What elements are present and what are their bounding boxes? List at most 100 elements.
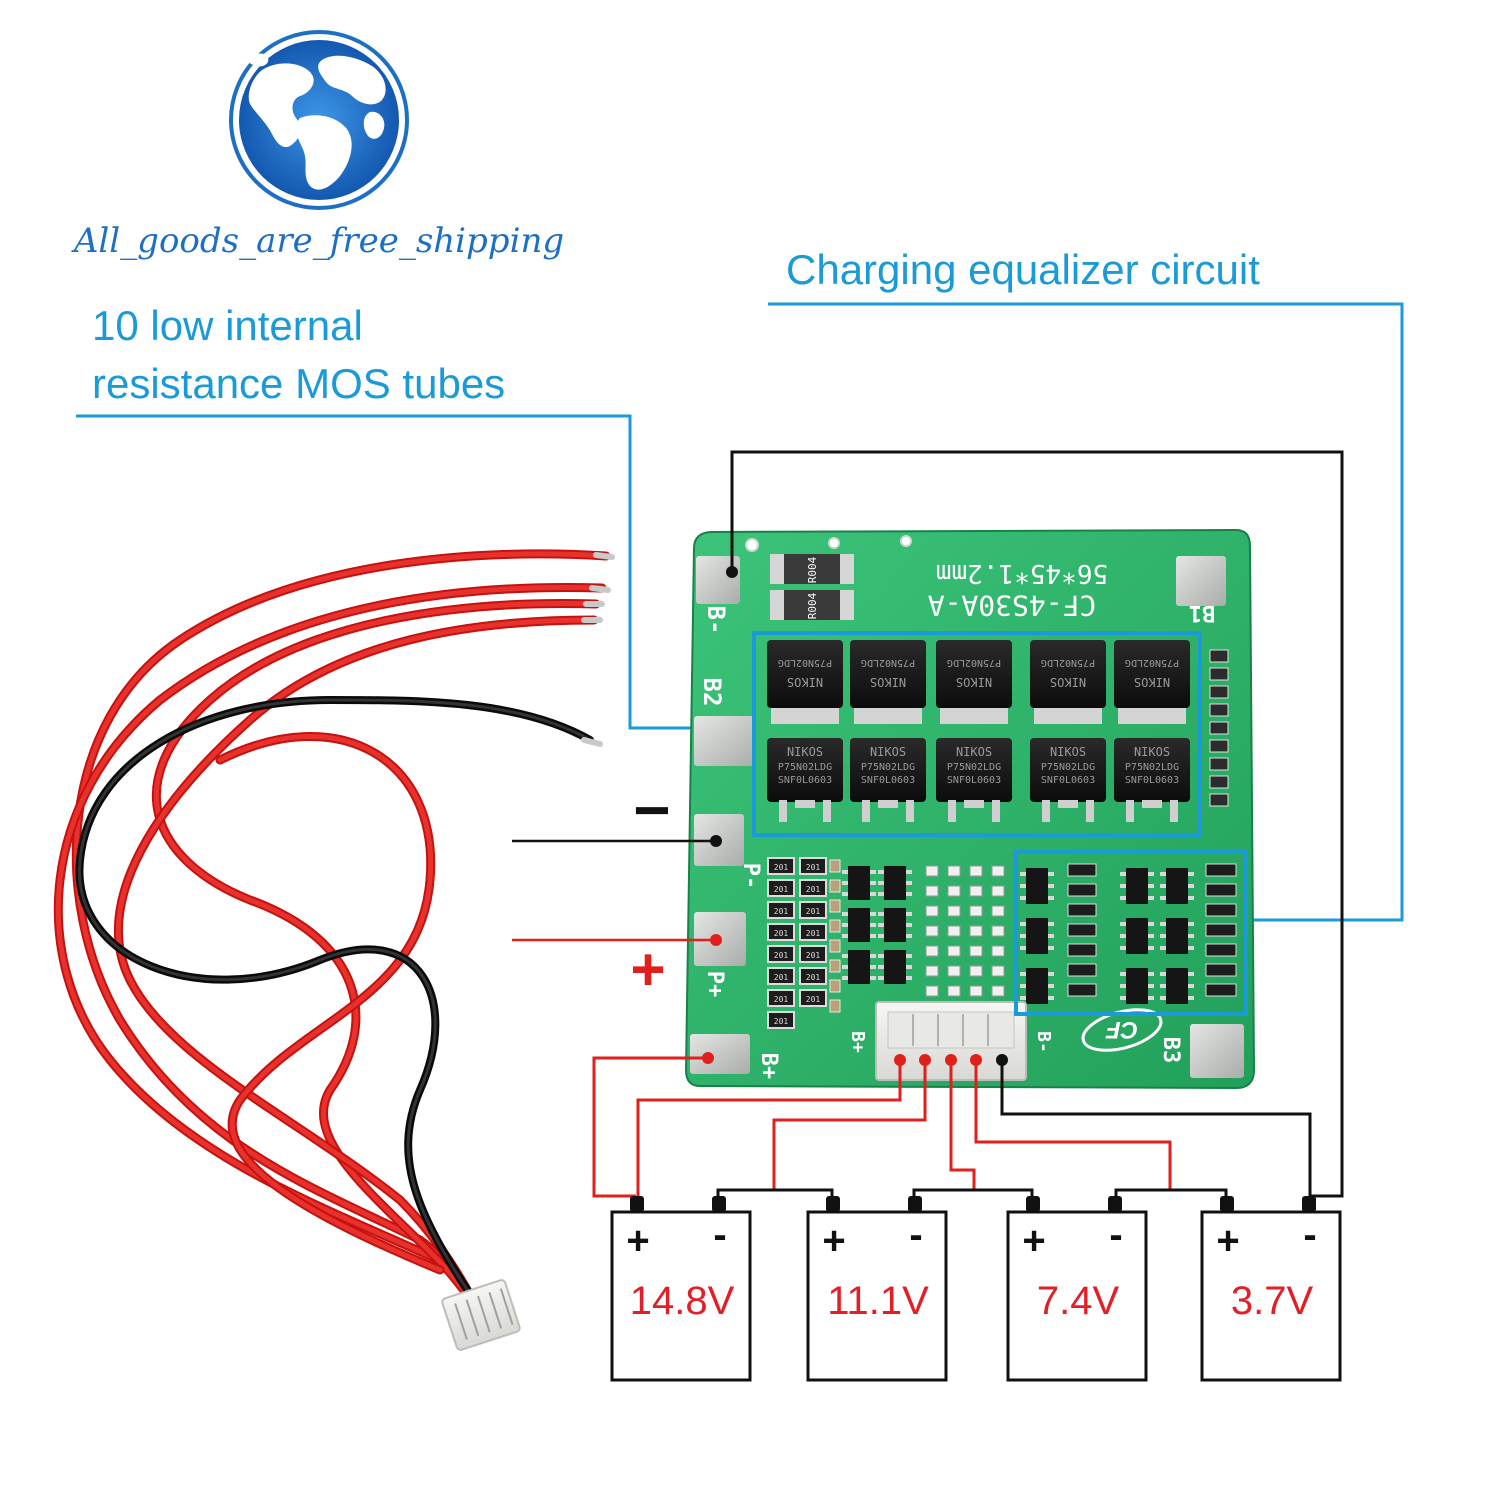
mos-part-text: P75N02LDG [861,657,915,668]
equalizer-resistor [1067,923,1097,937]
mos-brand-text: NIKOS [1134,675,1170,689]
pad-b3 [1190,1024,1244,1078]
smd-resistor: 201 [799,945,827,963]
label-b-plus: B+ [756,1053,781,1080]
smd-marking: 201 [806,929,821,938]
smd-chip [991,985,1005,997]
label-b-minus: B- [702,606,730,635]
smd-chip [991,965,1005,977]
battery-plus-label: + [822,1219,845,1263]
smd-chip [925,925,939,937]
side-smd [1209,703,1229,717]
smd-capacitor [829,919,841,933]
smd-marking: 201 [774,929,789,938]
smd-ic [878,866,912,900]
equalizer-resistor [1067,983,1097,997]
label-p-minus: P- [738,863,763,890]
smd-resistor: 201 [767,857,795,875]
smd-resistor: 201 [799,923,827,941]
mos-brand-text: NIKOS [1134,745,1170,759]
equalizer-resistor [1205,943,1237,957]
equalizer-ic [1120,868,1154,904]
smd-chip [925,945,939,957]
smd-ic [878,950,912,984]
sense-resistors: R004 R004 [770,554,854,620]
equalizer-resistor [1067,883,1097,897]
mosfet-array: P75N02LDGNIKOSP75N02LDGNIKOSP75N02LDGNIK… [767,640,1229,822]
resistor-marking-1: R004 [806,556,819,583]
mos-part-text: P75N02LDG [778,762,832,773]
battery-voltage: 7.4V [1037,1279,1120,1323]
equalizer-ic [1160,968,1194,1004]
conn-label-b-minus: B- [1033,1031,1054,1053]
pcb-board: 56*45*1.2mm CF-4S30A-A R004 R004 B- B1 B… [684,528,1256,1090]
smd-chip [969,905,983,917]
mos-part-text: P75N02LDG [947,657,1001,668]
battery-pack: +-14.8V + - 11.1V + - 7.4V +-3.7V [610,1196,1342,1382]
smd-marking: 201 [806,863,821,872]
side-smd [1209,721,1229,735]
side-smd [1209,667,1229,681]
equalizer-resistor [1067,903,1097,917]
smd-resistor: 201 [799,879,827,897]
equalizer-ic [1020,868,1054,904]
equalizer-resistor [1205,983,1237,997]
mos-part-text: P75N02LDG [1125,762,1179,773]
label-b2: B2 [698,678,726,707]
smd-chip [925,965,939,977]
smd-chip [925,885,939,897]
equalizer-ic [1020,918,1054,954]
battery-voltage: 11.1V [827,1279,929,1323]
label-p-plus: P+ [702,971,727,998]
pads [690,556,1244,1078]
mos-lot-text: SNF0L0603 [778,775,832,786]
battery-minus-label: - [713,1213,726,1257]
mos-highlight-box [752,631,1202,837]
smd-ic [842,908,876,942]
smd-marking: 201 [806,907,821,916]
smd-chip [991,925,1005,937]
board-dimensions: 56*45*1.2mm [936,558,1108,588]
smd-capacitor [829,979,841,993]
smd-chip [969,945,983,957]
smd-chip [969,985,983,997]
battery-plus-label: + [1022,1219,1045,1263]
smd-chip [925,985,939,997]
equalizer-callout: Charging equalizer circuit [786,246,1260,293]
equalizer-resistor [1205,903,1237,917]
smd-chip [947,965,961,977]
battery-minus-label: - [1303,1213,1316,1257]
board-model: CF-4S30A-A [928,589,1097,622]
resistor-marking-2: R004 [806,592,819,619]
mos-lot-text: SNF0L0603 [947,775,1001,786]
mosfet-top-2: P75N02LDG NIKOS [850,640,926,724]
smd-chip [991,865,1005,877]
smd-marking: 201 [774,863,789,872]
smd-chip [947,985,961,997]
mos-brand-text: NIKOS [870,675,906,689]
label-b3: B3 [1158,1037,1183,1064]
label-b1: B1 [1189,600,1216,625]
pad-b1 [1176,556,1226,606]
smd-ic [842,866,876,900]
battery-cell-1: +-14.8V [610,1196,752,1382]
smd-resistor: 201 [767,967,795,985]
smd-resistor: 201 [799,857,827,875]
watermark-text: All_goods_are_free_shipping [71,221,564,261]
smd-resistor: 201 [767,1011,795,1029]
output-leads [512,835,722,946]
smd-chip [947,905,961,917]
equalizer-ic [1160,918,1194,954]
mos-brand-text: NIKOS [956,745,992,759]
mos-callout-line1: 10 low internal [92,302,363,349]
battery-cell-4: +-3.7V [1200,1196,1342,1382]
smd-capacitor [829,959,841,973]
battery-wiring [592,450,1344,1198]
smd-ic [842,950,876,984]
mos-part-text: P75N02LDG [1041,762,1095,773]
